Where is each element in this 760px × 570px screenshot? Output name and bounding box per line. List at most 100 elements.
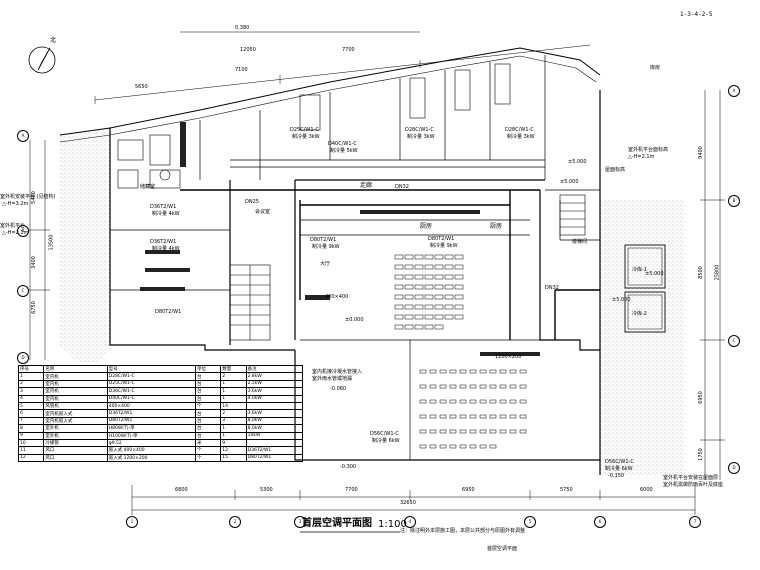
- legend-cell: 10kW: [245, 431, 304, 440]
- dim-left-2: 6750: [30, 301, 37, 314]
- legend-cell: 个: [194, 446, 222, 455]
- elev-0: ±0.000: [345, 317, 364, 323]
- legend-cell: 个: [194, 401, 222, 411]
- axis-bubble-right-b: B: [728, 195, 740, 207]
- drawing-title: 首层空调平面图: [302, 518, 372, 529]
- hatched-ground-right: [600, 200, 685, 475]
- note-right-2: △-H=2.1m: [628, 154, 655, 160]
- legend-cell: 台: [194, 372, 222, 381]
- legend-cell: 风口: [43, 453, 108, 463]
- legend-cell: 400×400: [106, 401, 196, 411]
- dim-bottom-3: 6950: [462, 487, 475, 493]
- north-label: 北: [50, 37, 57, 44]
- legend-cell: 风管机: [43, 401, 108, 411]
- legend-cell: D36C/W1-C: [106, 387, 196, 396]
- legend-cell: 台: [194, 416, 222, 426]
- legend-cell: 4: [17, 394, 45, 403]
- drawing-scale: 1:100: [378, 519, 407, 530]
- legend-cell: 1: [220, 431, 247, 440]
- elev-m060: -0.060: [330, 386, 347, 392]
- legend-cell: 2: [220, 409, 247, 418]
- dim-bottom-total: 32650: [400, 500, 416, 506]
- legend-cell: H100W(T)-单: [106, 431, 196, 440]
- legend-cell: 个: [194, 453, 222, 463]
- room-cold-a: 冷库-1: [632, 267, 647, 273]
- seating-grid: [394, 254, 527, 449]
- legend-cell: 室内机: [43, 379, 108, 389]
- axis-bubble-bottom-2: 2: [229, 516, 241, 528]
- dim-left-3: 3400: [30, 256, 37, 269]
- legend-cell: 5: [17, 401, 45, 411]
- unit-label-4: D28C/W1-C: [505, 127, 534, 133]
- kitchen-fixtures: [117, 134, 181, 189]
- diffusers: [140, 122, 540, 356]
- legend-cell: 名称: [43, 364, 108, 374]
- note-mid-2: 室外雨水管或地漏: [312, 376, 353, 382]
- note-right: 室外机平台面标高: [628, 147, 669, 153]
- axis-bubble-bottom-4: 4: [404, 516, 416, 528]
- unit-label-9: D80T2/W1: [155, 309, 182, 315]
- dim-bottom-2: 7700: [345, 487, 358, 493]
- note-left-1: 室外机安装平台 (见结构): [0, 194, 56, 200]
- dim-left-1: 13500: [48, 234, 55, 251]
- legend-cell: 型号: [106, 364, 196, 374]
- legend-cell: 10: [17, 438, 45, 448]
- unit-label-8: D80T2/W1: [428, 236, 455, 242]
- axis-bubble-bottom-5: 5: [524, 516, 536, 528]
- unit-label-10: D56C/W1-C: [370, 431, 399, 437]
- axis-bubble-bottom-3: 3: [294, 516, 306, 528]
- axis-bubble-right-c: C: [728, 335, 740, 347]
- top-units: [299, 63, 511, 131]
- legend-cell: 2.8kW: [245, 372, 304, 381]
- room-kitchen: 厨房: [420, 223, 433, 230]
- unit-label-6: D36T2/W1: [150, 239, 177, 245]
- legend-cell: 室内机嵌入式: [43, 416, 108, 426]
- dim-top-3: 5650: [135, 84, 148, 90]
- unit-label-6b: 制冷量 4kW: [152, 246, 180, 252]
- legend-cell: 4.0kW: [245, 394, 304, 403]
- legend-cell: 1: [220, 424, 247, 433]
- legend-cell: 台: [194, 379, 222, 389]
- axis-bubble-bottom-1: 1: [126, 516, 138, 528]
- room-hall: 大厅: [320, 261, 331, 267]
- legend-cell: 序号: [17, 364, 45, 374]
- legend-cell: 室内机: [43, 372, 108, 381]
- legend-cell: 米: [194, 438, 222, 448]
- axis-bubble-right-a: A: [728, 85, 740, 97]
- dim-right-1: 25800: [714, 264, 721, 281]
- dimension-bottom: [131, 485, 696, 515]
- axis-bubble-left-a: A: [17, 130, 29, 142]
- legend-cell: 室外机: [43, 431, 108, 440]
- stair-right: [559, 194, 586, 236]
- legend-cell: 室内机: [43, 387, 108, 396]
- unit-label-8b: 制冷量 9kW: [430, 243, 458, 249]
- dim-right-0: 9400: [697, 146, 704, 159]
- room-corridor: 走廊: [360, 182, 373, 189]
- dimension-left: [25, 140, 50, 360]
- note-left-2: △-H=3.2m: [2, 201, 29, 207]
- pipe-dn25: DN25: [245, 199, 259, 205]
- legend-cell: 数量: [220, 364, 247, 374]
- legend-cell: 备注: [245, 364, 304, 374]
- unit-label-3b: 制冷量 3kW: [407, 134, 435, 140]
- legend-cell: 3.6kW: [245, 409, 304, 418]
- legend-cell: 12: [220, 446, 247, 455]
- hatched-ground-left: [60, 128, 110, 362]
- dim-top-2: 7100: [235, 67, 248, 73]
- legend-cell: 2: [17, 379, 45, 389]
- unit-label-11b: 制冷量 6kW: [605, 466, 633, 472]
- elev-right2: ±5.000: [612, 297, 631, 303]
- axis-bubble-right-d: D: [728, 462, 740, 474]
- dimension-top: [94, 31, 591, 104]
- legend-cell: 台: [194, 387, 222, 396]
- note-br-1: 室外机平台安装在屋面层: [663, 475, 719, 481]
